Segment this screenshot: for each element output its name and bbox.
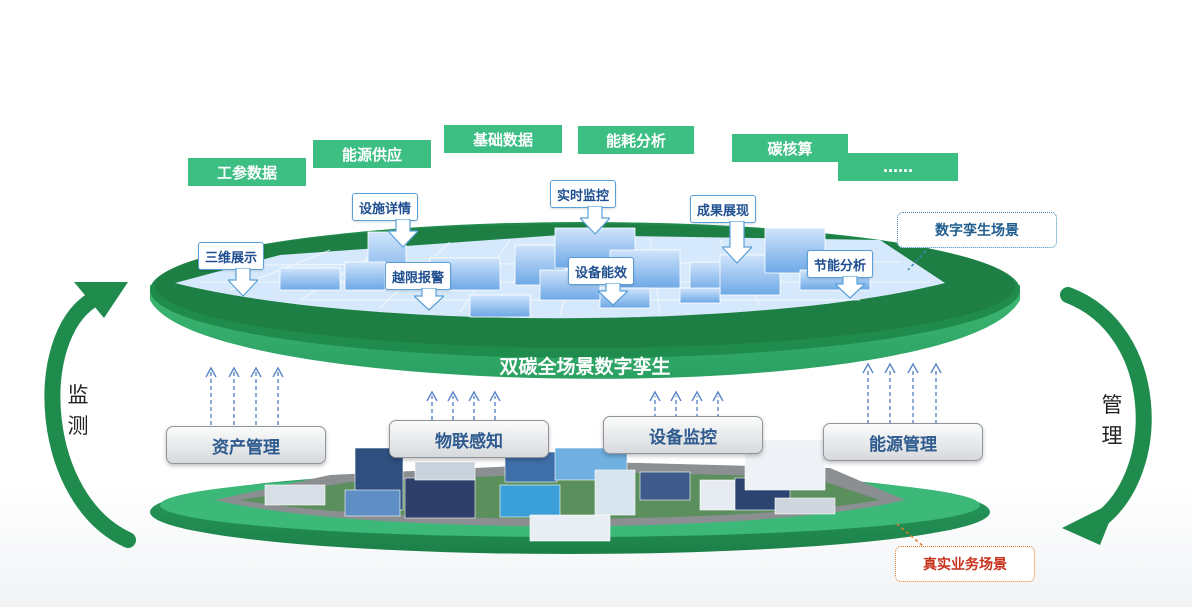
down-arrow-icon: [580, 206, 610, 235]
down-arrow-icon: [228, 268, 258, 297]
tag-process-data: 工参数据: [188, 158, 306, 186]
callout-realtime-monitor: 实时监控: [550, 180, 617, 208]
down-arrow-icon: [598, 283, 628, 306]
label-asset-management: 资产管理: [166, 426, 326, 464]
callout-3d-display: 三维展示: [198, 242, 265, 270]
tag-more: ……: [838, 153, 958, 181]
real-scene-label: 真实业务场景: [895, 546, 1035, 582]
callout-limit-alarm: 越限报警: [385, 262, 452, 290]
label-iot-sensing: 物联感知: [389, 420, 549, 458]
platform-title: 双碳全场景数字孪生: [499, 356, 671, 378]
callout-results-display: 成果展现: [690, 195, 757, 223]
down-arrow-icon: [722, 221, 752, 264]
down-arrow-icon: [388, 219, 418, 248]
callout-facility-details: 设施详情: [352, 193, 419, 221]
callout-energy-saving: 节能分析: [807, 250, 874, 278]
down-arrow-icon: [835, 276, 865, 299]
monitor-text: 监测: [67, 383, 89, 438]
label-energy-management: 能源管理: [823, 423, 983, 461]
manage-text: 管理: [1101, 393, 1123, 448]
tag-carbon-accounting: 碳核算: [732, 134, 848, 162]
label-device-monitor: 设备监控: [603, 416, 763, 454]
tag-energy-analysis: 能耗分析: [578, 126, 694, 154]
callout-device-efficiency: 设备能效: [568, 257, 635, 285]
down-arrow-icon: [414, 288, 444, 311]
digital-scene-label: 数字孪生场景: [897, 212, 1057, 248]
tag-basic-data: 基础数据: [444, 125, 562, 153]
tag-energy-supply: 能源供应: [313, 140, 431, 168]
